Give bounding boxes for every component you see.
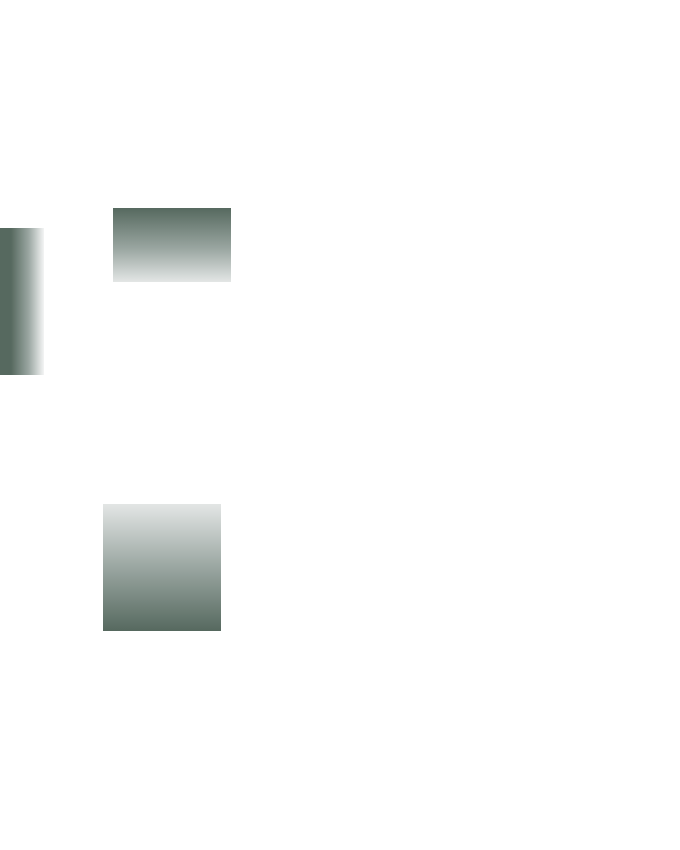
gradient-panel-left	[0, 228, 44, 375]
gradient-panel-bottom	[103, 504, 221, 631]
gradient-panel-top	[113, 208, 231, 282]
